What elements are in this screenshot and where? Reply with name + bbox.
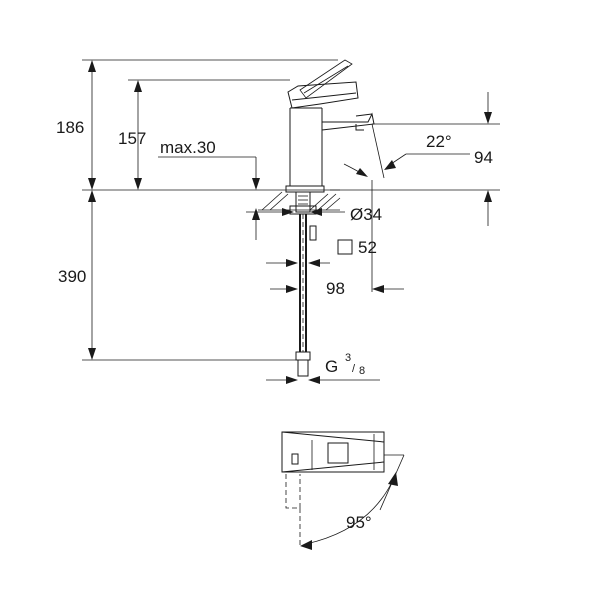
faucet-top-view [281, 431, 404, 548]
label-base-square: 52 [358, 238, 377, 257]
dimension-hole [246, 208, 345, 216]
label-connection: G [325, 357, 338, 376]
label-spout-angle: 22° [426, 132, 452, 151]
dimension-186 [88, 60, 96, 190]
dimension-52 [266, 259, 330, 267]
label-depth: 98 [326, 279, 345, 298]
dimension-spout-angle [343, 123, 470, 179]
label-connection-slash: / [352, 363, 356, 375]
label-hole-diameter: Ø34 [350, 205, 382, 224]
label-height-spout: 157 [118, 129, 146, 148]
dimension-lever-angle [300, 454, 405, 550]
label-spout-height: 94 [474, 148, 493, 167]
label-height-total: 186 [56, 118, 84, 137]
square-symbol [337, 239, 353, 255]
label-connection-numerator: 3 [345, 352, 351, 364]
faucet-side-view [258, 59, 375, 377]
label-lever-angle: 95° [346, 513, 372, 532]
dimension-connection [266, 376, 380, 384]
label-hose-length: 390 [58, 267, 86, 286]
label-deck-thickness: max.30 [160, 138, 216, 157]
dimension-390 [88, 190, 96, 360]
dimension-extension-lines [82, 59, 500, 361]
dimension-98 [270, 180, 404, 293]
dimension-94 [484, 92, 492, 226]
dimension-157 [134, 80, 142, 190]
dimension-max30 [158, 156, 260, 240]
label-connection-denominator: 8 [359, 365, 365, 377]
